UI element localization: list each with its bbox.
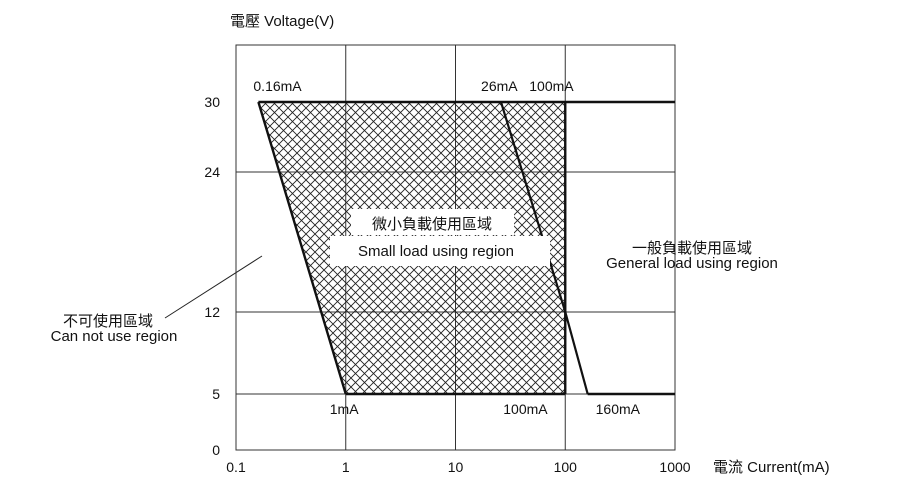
annotation-100mA-2: 100mA [529, 78, 574, 94]
general-load-label-en: General load using region [606, 255, 778, 272]
annotation-1mA-3: 1mA [330, 401, 359, 417]
small-load-label-bg-1 [351, 209, 514, 235]
x-tick-label-0.1: 0.1 [226, 459, 246, 475]
y-axis-title: 電壓 Voltage(V) [230, 13, 334, 30]
y-tick-label-12: 12 [204, 304, 220, 320]
boundary-lines [257, 100, 675, 396]
y-tick-label-0: 0 [212, 442, 220, 458]
annotation-100mA-4: 100mA [503, 401, 548, 417]
y-tick-label-24: 24 [204, 164, 220, 180]
annotation-160mA-5: 160mA [596, 401, 641, 417]
line-right-boundary [499, 101, 589, 395]
annotations: 0.16mA 26mA 100mA 1mA 100mA 160mA [253, 78, 641, 418]
not-usable-label-en: Can not use region [51, 328, 178, 345]
axis-ticks: 0.1 1 10 100 1000 0 5 12 24 30 [204, 94, 690, 475]
general-load-label-zh: 一般負載使用區域 [632, 240, 752, 257]
y-tick-label-30: 30 [204, 94, 220, 110]
x-axis-title: 電流 Current(mA) [713, 459, 830, 476]
not-usable-label-zh: 不可使用區域 [63, 313, 153, 330]
annotation-26mA-1: 26mA [481, 78, 518, 94]
annotation-bg-4 [500, 400, 563, 418]
annotation-0-16mA-0: 0.16mA [253, 78, 302, 94]
x-tick-label-1000: 1000 [659, 459, 690, 475]
not-usable-leader-line [164, 255, 263, 319]
small-load-label-en: Small load using region [358, 243, 514, 260]
x-tick-label-1: 1 [342, 459, 350, 475]
x-tick-label-10: 10 [448, 459, 464, 475]
line-left-boundary [257, 101, 347, 395]
small-load-label-zh: 微小負載使用區域 [372, 216, 492, 233]
small-load-label-bg-2 [330, 236, 550, 266]
y-tick-label-5: 5 [212, 386, 220, 402]
x-tick-label-100: 100 [554, 459, 578, 475]
